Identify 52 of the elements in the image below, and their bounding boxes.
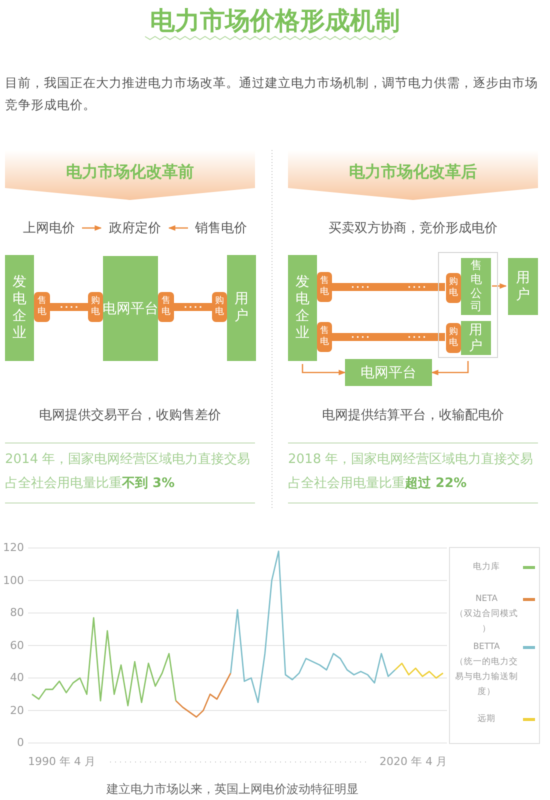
chart-caption: 建立电力市场以来，英国上网电价波动特征明显	[106, 781, 360, 798]
process-box: 电网平台	[103, 256, 158, 361]
axis-tick-label: 2020 年 4 月	[380, 754, 447, 770]
process-box: 用户	[461, 321, 491, 355]
caption-text: 电网提供结算平台，收输配电价	[321, 407, 505, 424]
process-box: 用户	[508, 258, 538, 315]
legend-label: 电力库	[472, 560, 501, 574]
legend-label: 远期	[476, 713, 496, 726]
legend-label: BETTA （统一的电力交易与电力输送制度）	[454, 641, 519, 699]
group-box	[438, 252, 498, 358]
arrow	[302, 364, 346, 376]
statistic-text: 2014 年，国家电网经营区域电力直接交易占全社会用电量比重不到 3%	[5, 451, 252, 493]
connector-tab: 购电	[212, 292, 227, 322]
axis-tick-label: 120	[2, 540, 24, 556]
connector-bar	[50, 303, 88, 311]
caption-text: 电网提供交易平台，收购售差价	[38, 407, 222, 424]
connector-bar	[332, 283, 445, 291]
arrow	[168, 225, 188, 231]
process-box: 发电企业	[5, 255, 34, 361]
process-box: 发电企业	[288, 255, 317, 361]
heading-banner: 电力市场化改革后	[288, 150, 538, 200]
process-box: 电网平台	[345, 359, 432, 386]
price-label: 政府定价	[103, 219, 167, 237]
price-label: 销售电价	[190, 219, 252, 237]
axis-tick-label: 20	[9, 702, 24, 718]
axis-tick-label: 100	[2, 572, 24, 588]
axis-tick-label: 60	[9, 638, 24, 654]
heading-banner: 电力市场化改革前	[5, 150, 255, 200]
connector-bar	[174, 303, 212, 311]
legend-label: NETA （双边合同模式）	[454, 593, 519, 636]
connector-tab: 购电	[88, 292, 103, 322]
axis-tick-label: 0	[16, 735, 24, 751]
connector-tab: 售电	[317, 322, 332, 352]
connector-tab: 售电	[158, 292, 174, 322]
connector-bar	[332, 333, 445, 341]
arrow	[431, 361, 469, 376]
axis-tick-label: 1990 年 4 月	[28, 754, 96, 770]
caption-text: 买卖双方协商，竞价形成电价	[328, 220, 498, 237]
process-box: 售电公司	[461, 258, 491, 315]
connector-tab: 购电	[446, 273, 461, 303]
intro-paragraph: 目前，我国正在大力推进电力市场改革。通过建立电力市场机制，调节电力供需，逐步由市场竞争形成电价。	[5, 74, 539, 114]
price-label: 上网电价	[18, 219, 80, 237]
process-box: 用户	[227, 255, 256, 361]
statistic-text: 2018 年，国家电网经营区域电力直接交易占全社会用电量比重超过 22%	[288, 451, 534, 493]
arrow	[82, 225, 102, 231]
axis-tick-label: 40	[9, 670, 24, 686]
arrow	[492, 283, 507, 289]
connector-tab: 售电	[317, 272, 332, 302]
connector-tab: 售电	[34, 292, 50, 322]
axis-tick-label: 80	[9, 605, 24, 621]
title: 电力市场价格形成机制	[149, 5, 401, 37]
connector-tab: 购电	[446, 323, 461, 353]
